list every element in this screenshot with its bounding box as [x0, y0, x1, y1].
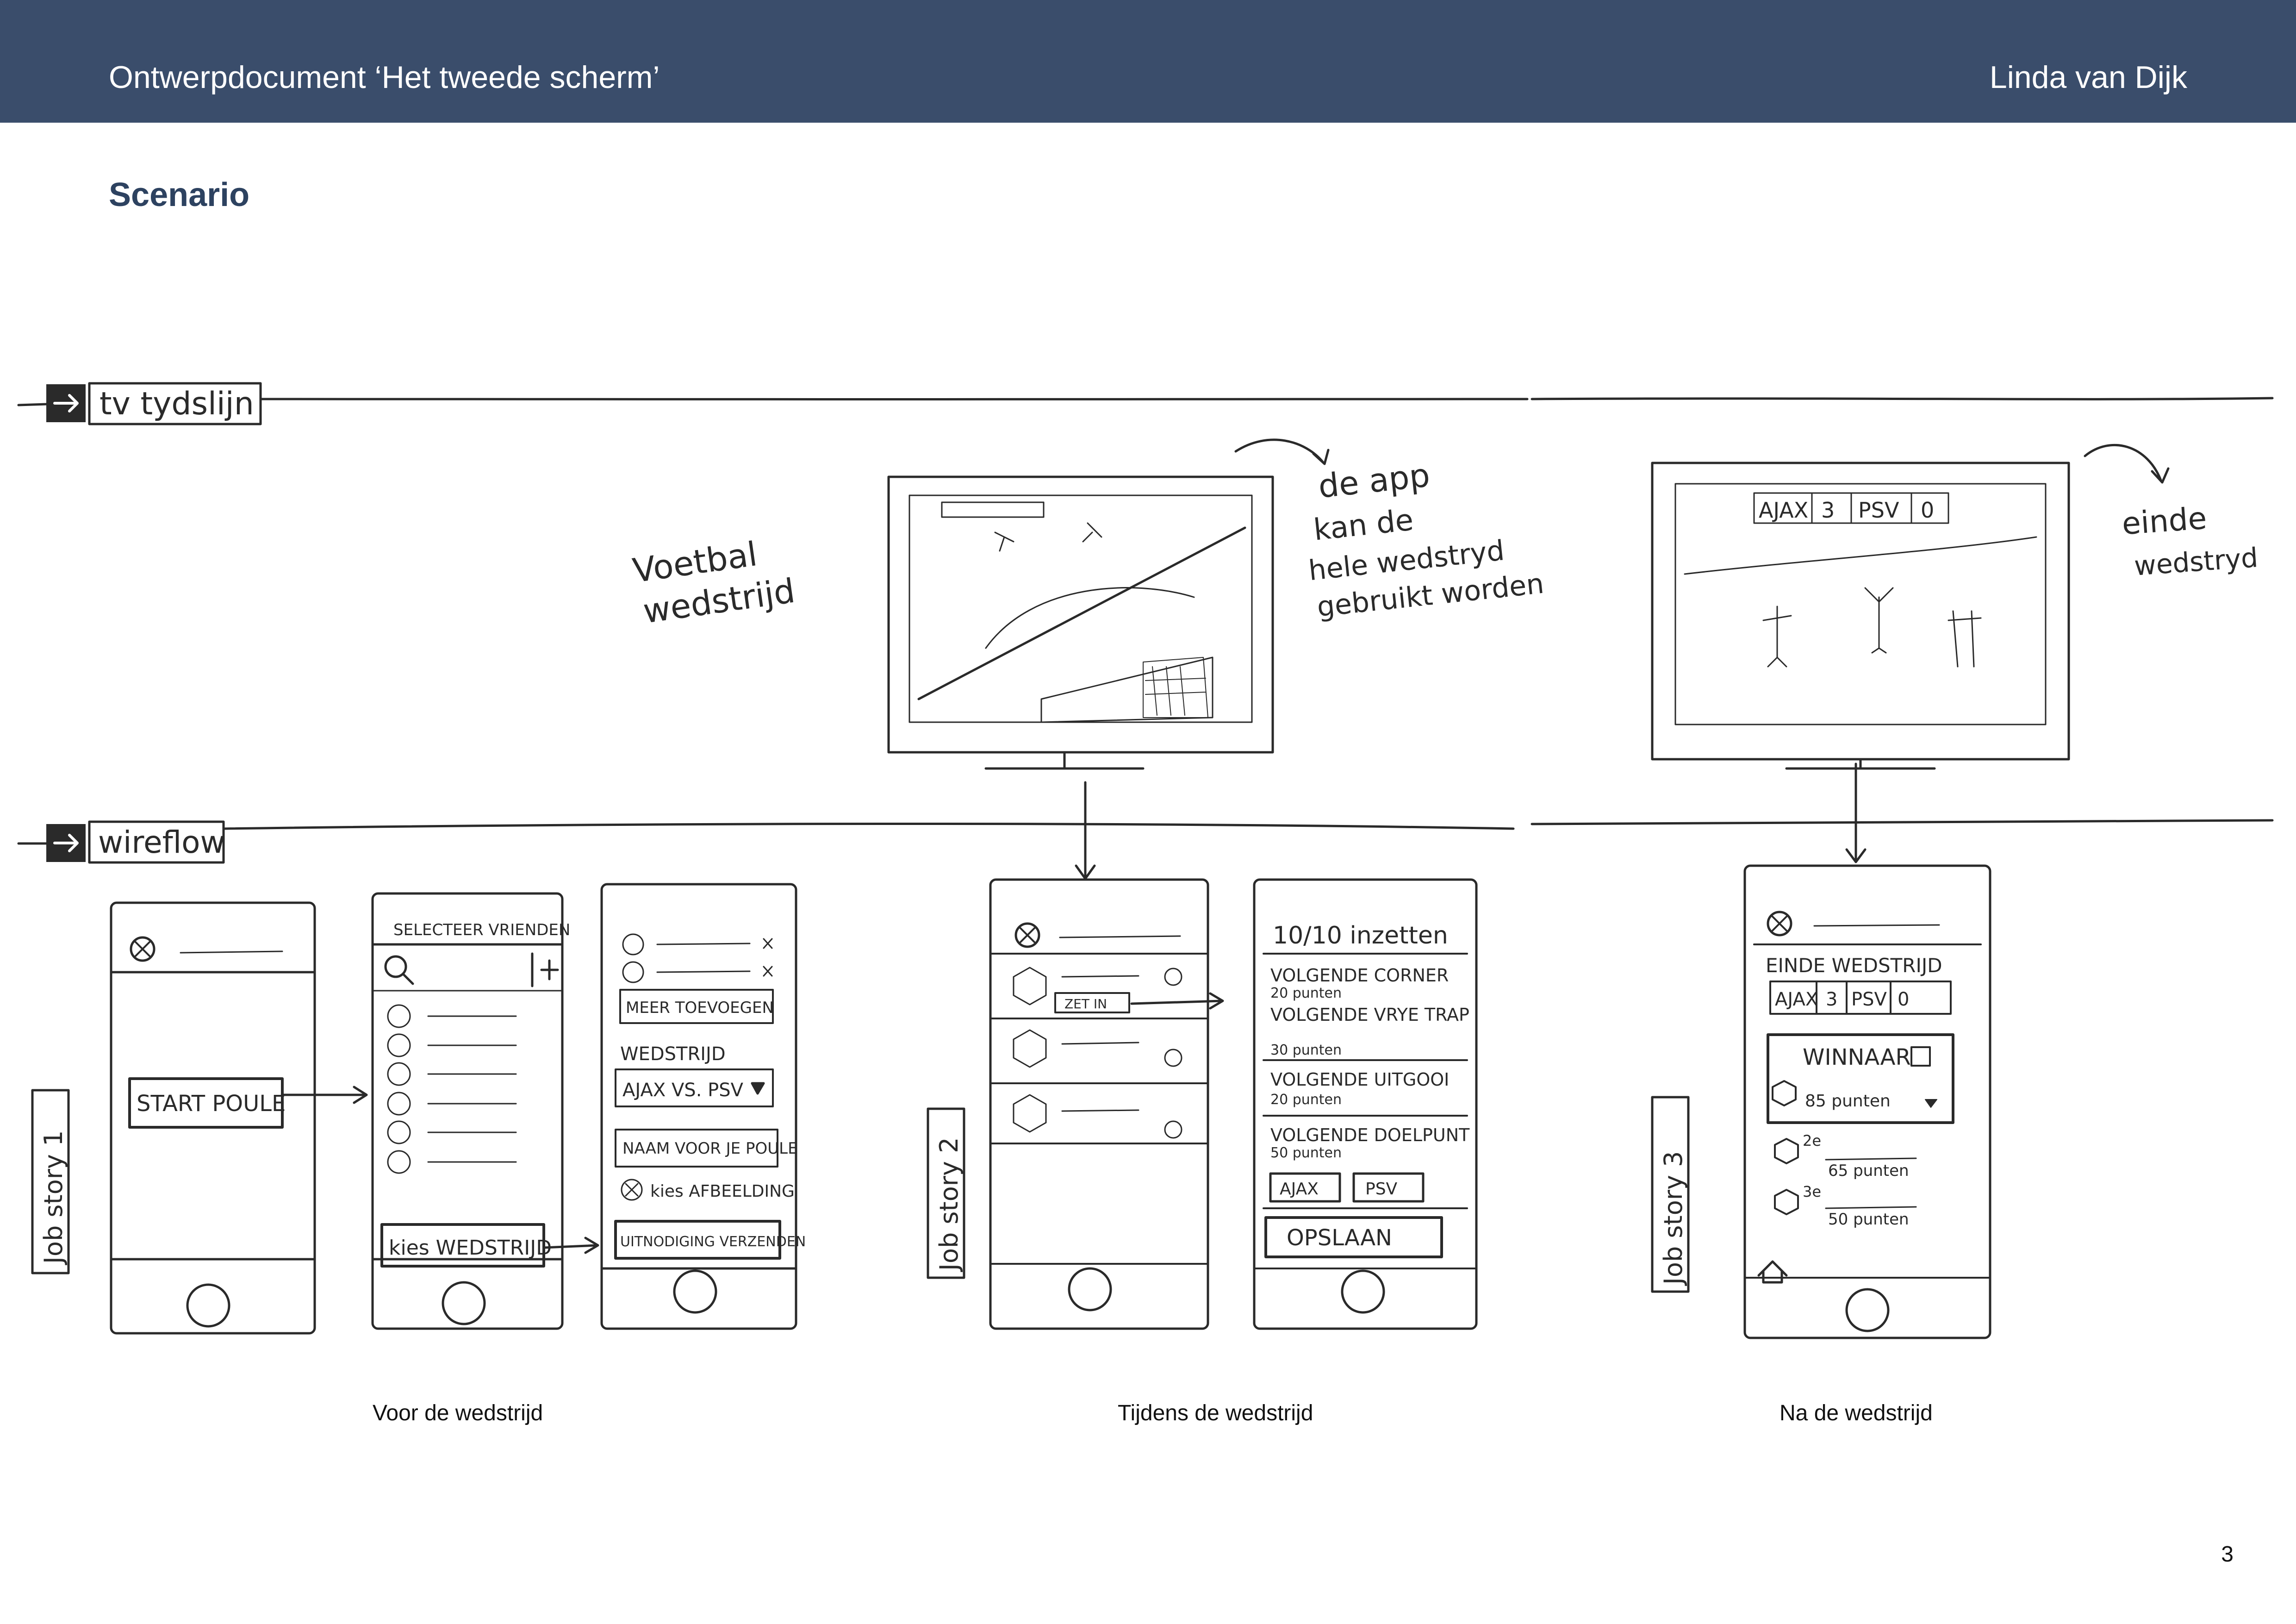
wireflow-timeline: wireflow — [17, 819, 2274, 864]
svg-text:wedstryd: wedstryd — [2133, 542, 2259, 582]
section-title: Scenario — [109, 176, 250, 213]
phone-create-poule: MEER TOEVOEGEN WEDSTRIJD AJAX VS. PSV NA… — [600, 883, 806, 1330]
trophy-icon — [1910, 1046, 1931, 1067]
svg-text:AJAX: AJAX — [1775, 989, 1818, 1010]
svg-text:OPSLAAN: OPSLAAN — [1287, 1225, 1392, 1251]
tv-screen-match — [887, 475, 1274, 770]
svg-text:kies AFBEELDING: kies AFBEELDING — [650, 1182, 795, 1201]
svg-text:30 punten: 30 punten — [1270, 1042, 1342, 1058]
svg-text:3: 3 — [1821, 498, 1835, 523]
curved-arrow — [1234, 438, 1330, 465]
phone-end-results: EINDE WEDSTRIJD AJAX 3 PSV 0 WINNAAR 85 … — [1743, 864, 1991, 1339]
caption-after-match: Na de wedstrijd — [1780, 1401, 1933, 1425]
flow-arrow — [282, 1086, 368, 1104]
bet-button — [1054, 992, 1130, 1013]
save-button — [1264, 1216, 1443, 1258]
home-button — [673, 1269, 717, 1314]
add-icon — [531, 952, 559, 987]
note-app-usage: de app kan de hele wedstryd gebruikt wor… — [1307, 456, 1545, 624]
svg-text:MEER TOEVOEGEN: MEER TOEVOEGEN — [626, 999, 774, 1017]
svg-text:WINNAAR: WINNAAR — [1803, 1044, 1911, 1070]
phone-bets: 10/10 inzetten VOLGENDE CORNER 20 punten… — [1253, 878, 1478, 1330]
phone-match-overview: ZET IN — [989, 878, 1209, 1330]
down-arrow — [1845, 762, 1867, 863]
svg-text:VOLGENDE DOELPUNT: VOLGENDE DOELPUNT — [1270, 1125, 1470, 1145]
close-icon — [130, 936, 156, 962]
svg-text:0: 0 — [1898, 989, 1909, 1010]
svg-text:SELECTEER VRIENDEN: SELECTEER VRIENDEN — [393, 921, 570, 939]
svg-text:einde: einde — [2121, 500, 2208, 542]
svg-text:2e: 2e — [1803, 1132, 1821, 1149]
svg-text:20 punten: 20 punten — [1270, 985, 1342, 1001]
home-icon — [1757, 1260, 1788, 1284]
author-name: Linda van Dijk — [1989, 60, 2187, 95]
svg-text:20 punten: 20 punten — [1270, 1092, 1342, 1108]
svg-text:10/10 inzetten: 10/10 inzetten — [1273, 922, 1448, 949]
home-button — [1845, 1288, 1890, 1332]
svg-text:PSV: PSV — [1851, 989, 1887, 1010]
svg-text:NAAM VOOR JE POULE: NAAM VOOR JE POULE — [622, 1139, 798, 1158]
svg-text:ZET IN: ZET IN — [1064, 996, 1107, 1012]
job-story-label-2: Job story 2 — [927, 1107, 965, 1279]
scenario-sketch: tv tydslijn wireflow Voetbal wedstrijd d… — [17, 382, 2274, 1339]
caption-during-match: Tijdens de wedstrijd — [1118, 1401, 1313, 1425]
search-icon — [384, 955, 407, 978]
note-einde-wedstrijd: einde wedstryd — [2121, 500, 2259, 582]
flow-arrow — [1130, 992, 1224, 1010]
svg-text:de app: de app — [1317, 456, 1432, 506]
svg-text:Job story 2: Job story 2 — [934, 1137, 964, 1272]
svg-text:AJAX VS. PSV: AJAX VS. PSV — [622, 1080, 744, 1101]
svg-text:VOLGENDE VRYE TRAP: VOLGENDE VRYE TRAP — [1270, 1005, 1469, 1025]
svg-text:EINDE WEDSTRIJD: EINDE WEDSTRIJD — [1766, 954, 1942, 977]
chevron-down-icon — [751, 1082, 765, 1095]
close-icon — [1767, 911, 1792, 937]
start-poule-button — [128, 1077, 284, 1129]
phone-start-poule: START POULE — [110, 901, 316, 1335]
wireflow-label: wireflow — [98, 824, 225, 860]
svg-text:Job story 3: Job story 3 — [1659, 1151, 1688, 1286]
home-button — [1068, 1267, 1112, 1312]
svg-text:START POULE: START POULE — [137, 1091, 286, 1117]
page-number: 3 — [2221, 1542, 2234, 1567]
svg-text:50 punten: 50 punten — [1270, 1145, 1342, 1161]
flow-arrow — [542, 1237, 599, 1254]
tv-timeline: tv tydslijn — [17, 382, 2274, 425]
home-button — [442, 1281, 486, 1325]
close-icon — [1014, 922, 1040, 948]
svg-text:WEDSTRIJD: WEDSTRIJD — [620, 1043, 726, 1065]
svg-text:kan de: kan de — [1312, 503, 1415, 547]
document-title: Ontwerpdocument ‘Het tweede scherm’ — [109, 60, 660, 95]
home-button — [186, 1283, 230, 1328]
caption-before-match: Voor de wedstrijd — [373, 1401, 543, 1425]
curved-arrow — [2084, 444, 2170, 484]
job-story-label-3: Job story 3 — [1651, 1096, 1690, 1293]
svg-text:kies WEDSTRIJD: kies WEDSTRIJD — [389, 1236, 552, 1260]
tv-screen-end: AJAX 3 PSV 0 — [1651, 462, 2070, 770]
page-header: Ontwerpdocument ‘Het tweede scherm’ Lind… — [0, 0, 2296, 123]
home-button — [1341, 1269, 1385, 1314]
svg-text:Job story 1: Job story 1 — [39, 1131, 68, 1265]
close-icon — [621, 1179, 643, 1201]
svg-text:0: 0 — [1921, 498, 1934, 523]
send-invite-button — [614, 1220, 781, 1260]
tv-timeline-label: tv tydslijn — [100, 386, 254, 422]
svg-text:UITNODIGING VERZENDEN: UITNODIGING VERZENDEN — [620, 1234, 806, 1250]
phone-select-friends: SELECTEER VRIENDEN kies WEDSTRIJD — [371, 892, 570, 1330]
svg-text:65 punten: 65 punten — [1828, 1162, 1909, 1180]
down-arrow — [1075, 781, 1096, 880]
svg-text:VOLGENDE CORNER: VOLGENDE CORNER — [1270, 965, 1449, 986]
svg-text:3: 3 — [1826, 989, 1837, 1010]
svg-text:3e: 3e — [1803, 1183, 1821, 1200]
svg-text:85 punten: 85 punten — [1805, 1092, 1891, 1111]
svg-text:AJAX: AJAX — [1280, 1180, 1319, 1199]
svg-text:PSV: PSV — [1858, 498, 1899, 523]
svg-text:PSV: PSV — [1365, 1180, 1398, 1199]
job-story-label-1: Job story 1 — [31, 1089, 70, 1274]
choose-match-button — [380, 1223, 545, 1268]
svg-text:AJAX: AJAX — [1759, 498, 1808, 523]
svg-text:VOLGENDE UITGOOI: VOLGENDE UITGOOI — [1270, 1069, 1449, 1090]
note-voetbal-wedstrijd: Voetbal wedstrijd — [630, 534, 797, 631]
svg-text:50 punten: 50 punten — [1828, 1210, 1909, 1229]
winner-card — [1767, 1033, 1954, 1124]
